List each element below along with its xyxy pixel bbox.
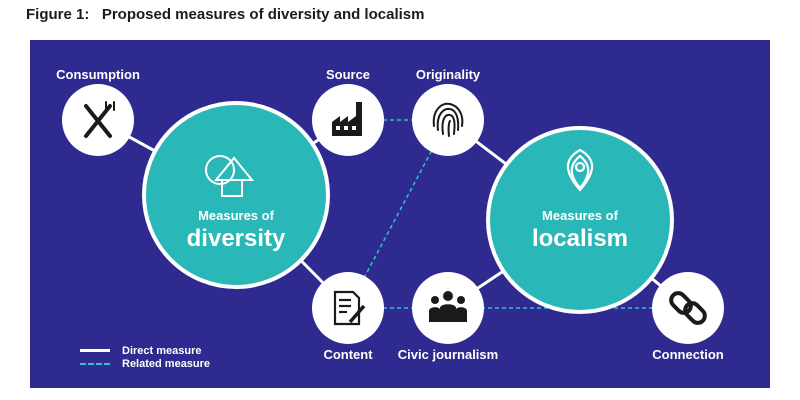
hub-localism-line1: Measures of xyxy=(542,208,618,223)
diagram-panel: Consumption Source Originality Content C… xyxy=(30,40,770,388)
node-source xyxy=(312,84,384,156)
label-civic: Civic journalism xyxy=(397,347,499,362)
hub-diversity-caption: Measures of diversity xyxy=(187,208,286,253)
legend: Direct measure Related measure xyxy=(80,344,210,370)
figure-title: Figure 1: Proposed measures of diversity… xyxy=(26,6,425,23)
chain-link-icon xyxy=(669,291,707,325)
diagram-canvas xyxy=(62,84,724,344)
hub-localism-caption: Measures of localism xyxy=(532,208,628,253)
hub-diversity-line2: diversity xyxy=(186,225,286,252)
label-source: Source xyxy=(325,67,371,82)
node-connection xyxy=(652,272,724,344)
map-pin-icon xyxy=(566,148,594,192)
label-content: Content xyxy=(323,347,373,362)
legend-direct-label: Direct measure xyxy=(122,344,202,357)
factory-icon xyxy=(332,102,362,136)
label-connection: Connection xyxy=(652,347,724,362)
fingerprint-icon xyxy=(432,102,464,137)
label-originality: Originality xyxy=(415,67,481,82)
legend-related: Related measure xyxy=(80,357,210,370)
hub-diversity xyxy=(142,101,330,289)
legend-direct: Direct measure xyxy=(80,344,210,357)
node-originality xyxy=(412,84,484,156)
legend-related-label: Related measure xyxy=(122,357,211,370)
legend-related-swatch xyxy=(80,362,110,365)
node-civic xyxy=(412,272,484,344)
legend-direct-swatch xyxy=(80,349,110,352)
fork-knife-icon xyxy=(84,101,115,138)
shapes-icon xyxy=(205,155,255,197)
hub-localism-line2: localism xyxy=(531,225,629,252)
node-consumption xyxy=(62,84,134,156)
label-consumption: Consumption xyxy=(56,67,140,82)
hub-localism xyxy=(486,126,674,314)
people-group-icon xyxy=(429,291,467,322)
node-content xyxy=(312,272,384,344)
document-pen-icon xyxy=(333,290,366,326)
hub-diversity-line1: Measures of xyxy=(198,208,274,223)
